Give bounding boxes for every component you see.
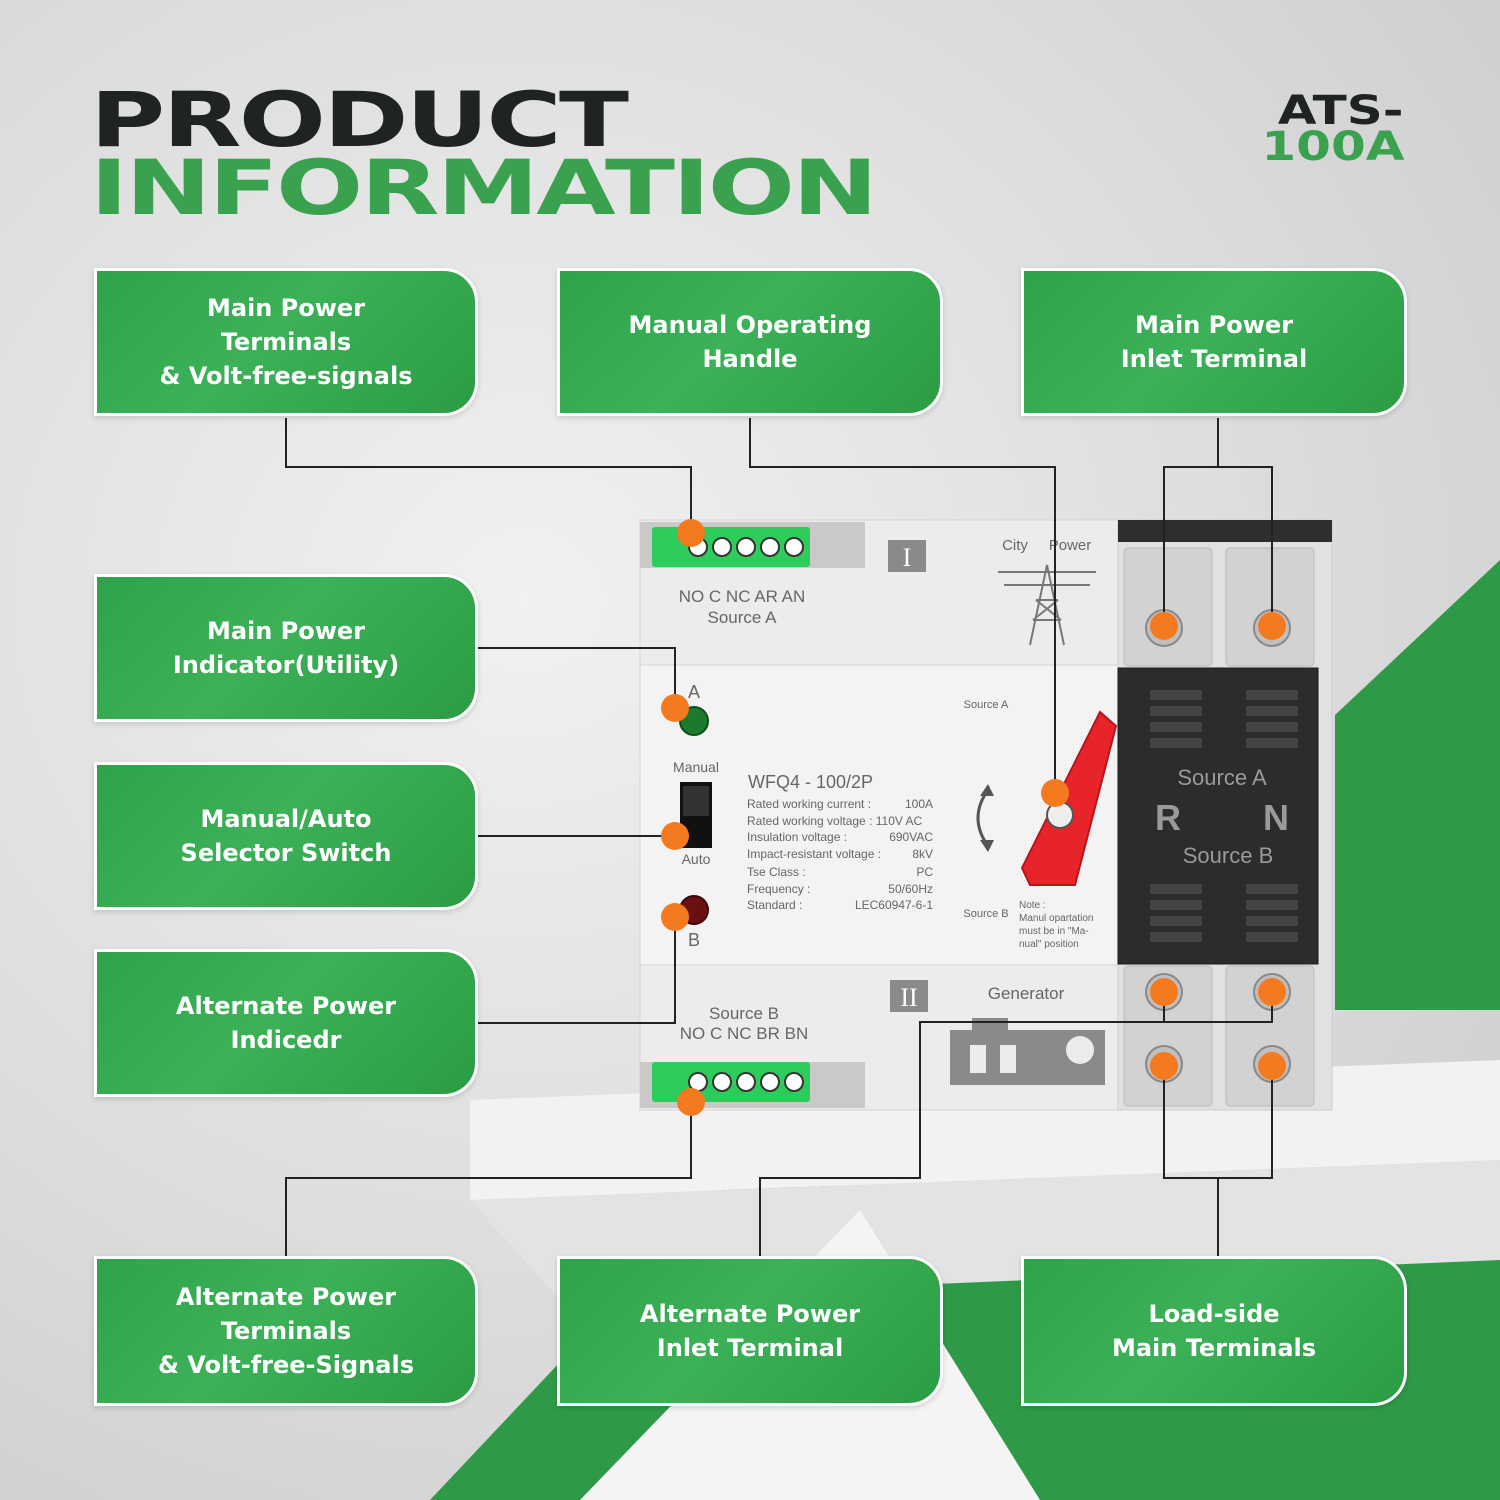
roman-top-label: I (903, 543, 912, 572)
spec-value: 100A (905, 797, 933, 811)
manual-label: Manual (673, 759, 719, 775)
indicator-a-label: A (688, 682, 700, 702)
leader-handle (749, 418, 1056, 793)
power-tower-icon (998, 564, 1096, 646)
spec-value: 8kV (912, 847, 933, 861)
note-line: Manul opartation (1019, 913, 1094, 924)
marker-dot (677, 1088, 705, 1116)
spec-key: Standard : (747, 898, 802, 912)
heading-information: INFORMATION (90, 143, 878, 232)
top-terminal-label: NO C NC AR AN (679, 587, 806, 606)
handle-source-b-label: Source B (963, 908, 1008, 920)
spec-value: 690VAC (889, 830, 933, 844)
spec-key: Insulation voltage : (747, 830, 847, 844)
marker-dot (661, 694, 689, 722)
spec-key: Tse Class : (747, 865, 806, 879)
generator-label: Generator (988, 984, 1065, 1003)
marker-dot (1258, 1052, 1286, 1080)
leader-alt-indicator (478, 917, 676, 1024)
leader-main-inlet (1163, 418, 1219, 626)
leader-main-indicator (478, 647, 676, 708)
spec-key: Frequency : (747, 882, 810, 896)
rotate-arrow-head-bottom (980, 840, 994, 852)
marker-dot (677, 519, 705, 547)
heading-product: PRODUCT (90, 75, 629, 164)
leader-load-side (1163, 1066, 1219, 1256)
spec-key: Rated working voltage : 110V AC (747, 814, 923, 828)
middle-module (639, 664, 1121, 966)
spec-table: Rated working current : 100A Rated worki… (747, 797, 933, 912)
indicator-b-label: B (688, 930, 700, 950)
breaker-top-cap (1118, 520, 1332, 542)
marker-dot (1150, 1052, 1178, 1080)
bottom-terminal-housings (1123, 965, 1315, 1107)
panel-n-label: N (1263, 797, 1289, 838)
marker-dot (1258, 612, 1286, 640)
leader-load-side-2 (1218, 1066, 1273, 1179)
ats-device: NO C NC AR AN Source A I City Power A Ma… (639, 519, 1333, 1111)
bg-green-shape-right (1335, 560, 1500, 1010)
note-line: Note : (1019, 900, 1046, 911)
note-line: must be in "Ma- (1019, 926, 1089, 937)
note-line: nual" position (1019, 939, 1079, 950)
spec-value: 50/60Hz (888, 882, 933, 896)
callout-markers (661, 519, 1286, 1116)
spec-key: Impact-resistant voltage : (747, 847, 881, 861)
leader-main-terminals (285, 418, 692, 533)
panel-r-label: R (1155, 797, 1181, 838)
panel-source-a: Source A (1177, 765, 1267, 790)
marker-dot (1150, 612, 1178, 640)
manual-operating-handle[interactable] (1020, 710, 1118, 886)
roman-bottom-label: II (900, 983, 917, 1012)
top-terminal-housings (1123, 547, 1315, 667)
roman-top-box (888, 540, 926, 572)
rotate-arrow-head-top (980, 784, 994, 796)
spec-value: LEC60947-6-1 (855, 898, 933, 912)
switch-panel (1117, 667, 1319, 965)
marker-dot (1041, 779, 1069, 807)
bottom-terminal-screws (688, 1072, 804, 1092)
spec-value: PC (916, 865, 933, 879)
marker-dot (661, 822, 689, 850)
auto-label: Auto (682, 851, 711, 867)
bottom-source-label: Source B (709, 1004, 779, 1023)
panel-source-b: Source B (1183, 843, 1274, 868)
city-label: City (1002, 537, 1028, 554)
top-source-label: Source A (708, 608, 778, 627)
spec-key: Rated working current : (747, 797, 871, 811)
generator-icon (950, 1018, 1105, 1085)
model-code-line2: 100A (1260, 124, 1404, 170)
handle-source-a-label: Source A (964, 699, 1009, 711)
bottom-terminal-label: NO C NC BR BN (680, 1024, 808, 1043)
marker-dot (661, 903, 689, 931)
leader-main-inlet-2 (1218, 466, 1273, 626)
model-name: WFQ4 - 100/2P (748, 772, 873, 792)
leader-lines (285, 418, 1273, 1256)
power-label: Power (1049, 537, 1092, 554)
panel-vent-slots (1150, 690, 1298, 942)
selector-switch-knob[interactable] (683, 786, 709, 816)
leader-alt-terminals (285, 1102, 692, 1256)
marker-dot (1258, 978, 1286, 1006)
roman-bottom-box (890, 980, 928, 1012)
marker-dot (1150, 978, 1178, 1006)
model-code-line1: ATS- (1278, 88, 1404, 134)
leader-alt-inlet (759, 992, 1165, 1256)
